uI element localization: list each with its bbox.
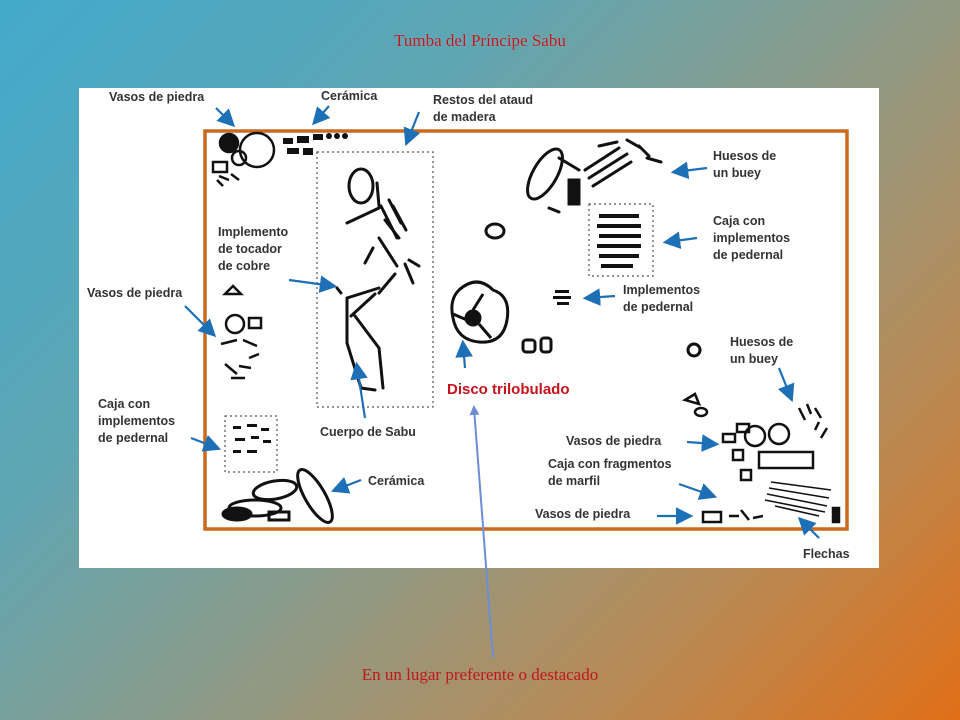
label-caja-pedernal-left: Caja con implementos de pedernal (98, 397, 176, 445)
stone-vessels-bottom (701, 506, 841, 524)
label-ceramica-top: Cerámica (321, 89, 378, 103)
ox-bones-top (526, 138, 663, 214)
label-flechas: Flechas (803, 547, 850, 561)
label-vasos-top-left: Vasos de piedra (109, 90, 205, 104)
pot-small (484, 222, 506, 240)
flint-box-left-outline (224, 415, 278, 473)
skeleton-drawing (335, 167, 421, 392)
slide-caption: En un lugar preferente o destacado (361, 665, 599, 684)
stone-vessels-bottom-right (681, 392, 829, 482)
stone-vessels-left (220, 284, 263, 380)
ceramics-top (283, 133, 348, 155)
label-disco-trilobulado: Disco trilobulado (447, 381, 570, 398)
label-huesos-buey-top: Huesos de un buey (713, 149, 777, 180)
label-vasos-right-2: Vasos de piedra (535, 507, 631, 521)
slide-title: Tumba del Príncipe Sabu (394, 31, 566, 50)
trilobed-disc (450, 280, 553, 354)
label-huesos-buey-right: Huesos de un buey (730, 335, 794, 366)
arrows-bundle (764, 481, 832, 517)
flint-box-right-contents (597, 214, 641, 268)
label-caja-pedernal-right: Caja con implementos de pedernal (713, 214, 791, 262)
vessel-small-right (686, 342, 702, 358)
flint-box-right-outline (588, 203, 654, 277)
label-vasos-right-1: Vasos de piedra (566, 434, 662, 448)
label-implemento-tocador: Implemento de tocador de cobre (218, 225, 289, 273)
label-restos-ataud: Restos del ataud de madera (433, 93, 534, 124)
flint-implements (553, 290, 571, 305)
ceramics-bottom-left (221, 468, 334, 524)
stone-vessels-top-left (211, 131, 276, 187)
coffin-remains-outline (316, 151, 434, 408)
label-caja-marfil: Caja con fragmentos de marfil (548, 457, 672, 488)
label-ceramica-bottom: Cerámica (368, 474, 425, 488)
tomb-diagram (184, 105, 849, 539)
tomb-diagram-panel: Vasos de piedra Cerámica Restos del atau… (79, 88, 879, 568)
label-cuerpo-sabu: Cuerpo de Sabu (320, 425, 416, 439)
annotation-arrows (184, 105, 820, 539)
label-implementos-pedernal: Implementos de pedernal (623, 283, 701, 314)
label-vasos-left: Vasos de piedra (87, 286, 183, 300)
flint-box-left-contents (233, 424, 271, 453)
